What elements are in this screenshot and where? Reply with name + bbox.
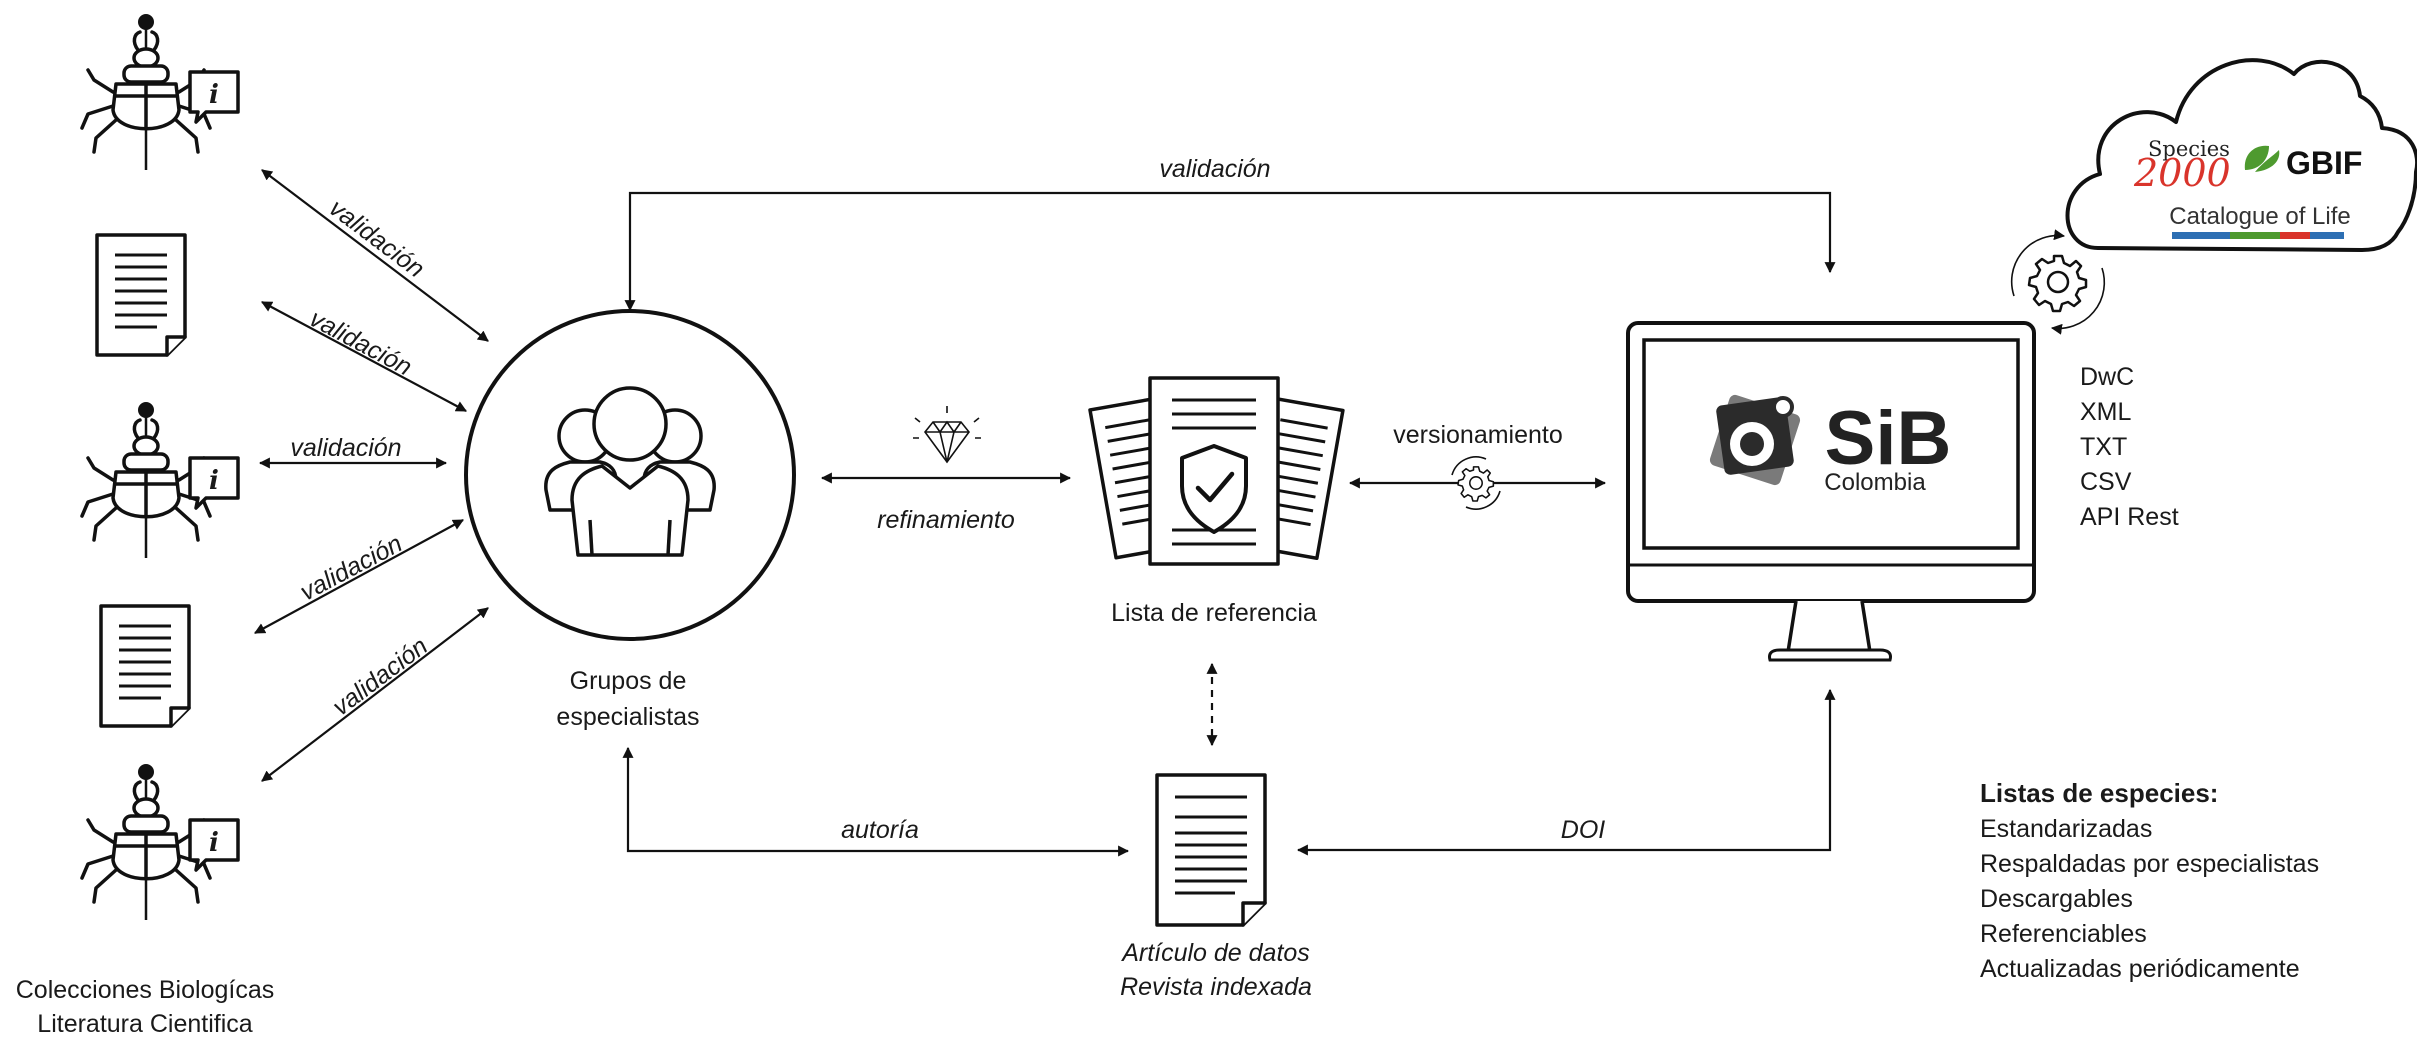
validation-label-top: validación [1159,155,1270,183]
data-article-document-icon [1155,773,1267,927]
validation-arrow-1 [261,169,489,342]
check-icon [1195,471,1235,503]
specialists-label-line1: Grupos de [570,667,687,695]
reference-list-label: Lista de referencia [1111,599,1317,627]
sources-caption-line2: Literatura Cientifica [37,1010,252,1037]
catalogue-of-life-logo: Catalogue of Life [2169,203,2350,230]
features-list: Listas de especies: Estandarizadas Respa… [1980,778,2319,983]
sync-gear-icon [2010,229,2106,335]
validation-label-5: validación [327,632,433,721]
versioning-label: versionamiento [1393,421,1563,449]
sib-logo-text: SiB [1825,396,1952,481]
doi-arrow [1296,688,1836,856]
info-bubble-icon-1: i [188,70,240,124]
source-document-2 [99,604,191,728]
validation-label-1: validación [324,194,430,283]
validation-arrow-top [624,191,1836,312]
features-title: Listas de especies: [1980,778,2218,808]
feature-item: Descargables [1980,885,2133,913]
feature-item: Estandarizadas [1980,815,2152,843]
sources-caption-line1: Colecciones Biologícas [16,976,274,1004]
people-group-icon [544,386,716,557]
info-glyph: i [209,466,219,496]
partner-logos: Species 2000 GBIF Catalogue of Life [2133,137,2362,239]
doi-label: DOI [1561,816,1606,844]
gbif-logo: GBIF [2286,145,2362,181]
refinement-label: refinamiento [877,506,1015,534]
species2000-small: Species [2148,137,2230,161]
data-article-label-line1: Artículo de datos [1120,939,1310,967]
sib-logo: SiB Colombia [1709,394,1952,496]
authorship-label: autoría [841,816,919,844]
validation-label-4: validación [296,529,407,606]
data-article-label-line2: Revista indexada [1120,973,1312,1001]
authorship-arrow [622,746,1130,857]
specialists-label-line2: especialistas [556,703,699,731]
feature-item: Actualizadas periódicamente [1980,955,2300,983]
format-item: API Rest [2080,503,2179,531]
validation-arrow-2 [261,301,467,412]
info-glyph: i [209,80,219,110]
cloud-icon [2065,58,2417,252]
format-item: TXT [2080,433,2127,461]
feature-item: Referenciables [1980,920,2147,948]
formats-list: DwC XML TXT CSV API Rest [2080,363,2179,531]
monitor-icon [1626,321,2036,662]
validation-label-2: validación [305,304,416,381]
format-item: DwC [2080,363,2134,391]
source-document-1 [95,233,187,357]
diamond-icon [913,406,981,464]
reference-list-icon [1088,376,1345,566]
gbif-leaf-icon [2244,145,2280,172]
validation-label-3: validación [290,434,401,462]
info-glyph: i [209,828,219,858]
validation-arrow-5 [261,607,489,782]
versioning-gear-icon [1451,456,1501,510]
format-item: CSV [2080,468,2132,496]
format-item: XML [2080,398,2132,426]
info-bubble-icon-3: i [188,818,240,872]
specialists-circle [464,309,796,641]
species2000-logo: 2000 [2133,151,2231,195]
feature-item: Respaldadas por especialistas [1980,850,2319,878]
info-bubble-icon-2: i [188,456,240,510]
shield-icon [1180,444,1248,534]
sib-logo-subtext: Colombia [1824,469,1926,496]
